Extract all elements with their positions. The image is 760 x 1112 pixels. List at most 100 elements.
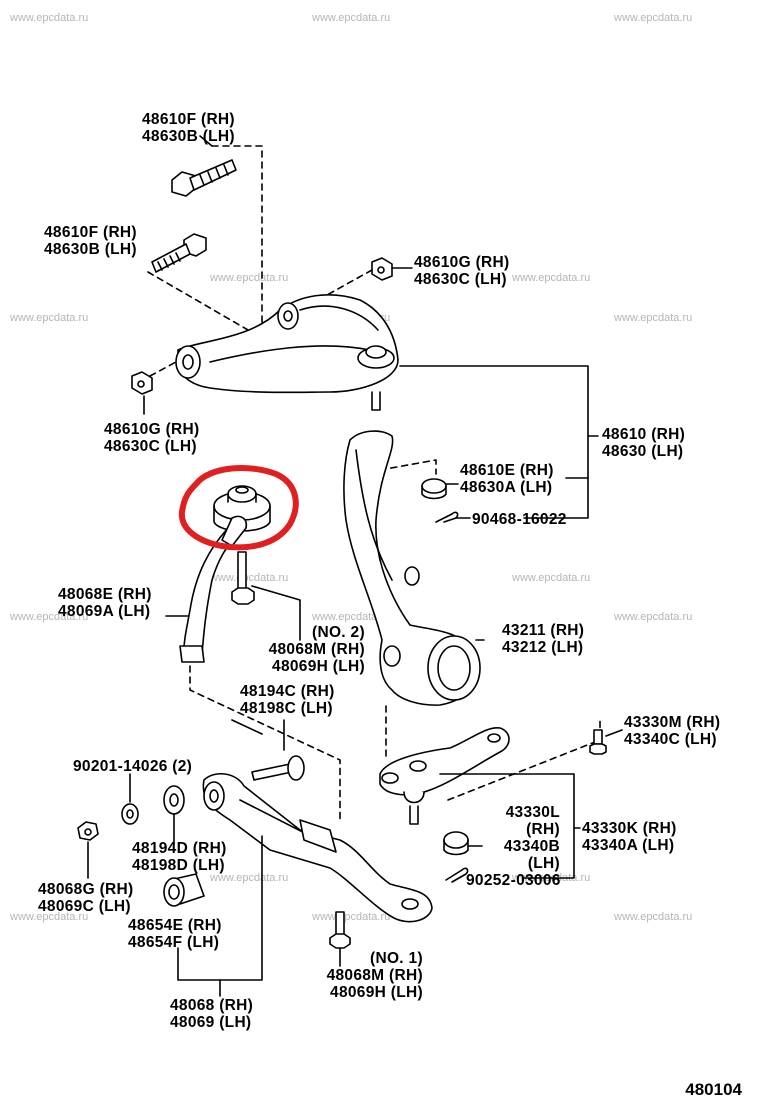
part-number-rh: 48068E (RH) <box>58 586 152 603</box>
watermark: www.epcdata.ru <box>614 611 693 623</box>
bracket-ball-joint <box>439 773 575 879</box>
part-number-rh: 48194C (RH) <box>240 683 335 700</box>
bolt-upper-a <box>171 159 237 197</box>
watermark: www.epcdata.ru <box>614 12 693 24</box>
part-number-rh: 43211 (RH) <box>502 622 585 639</box>
watermark: www.epcdata.ru <box>512 272 591 284</box>
watermark: www.epcdata.ru <box>312 611 391 623</box>
leader-line <box>605 729 623 737</box>
label-cotter-pin-lower: 90252-03006 <box>466 872 561 889</box>
label-nut-upper-right: 48610G (RH) 48630C (LH) <box>414 254 509 288</box>
label-nut-lower: 48068G (RH) 48069C (LH) <box>38 881 133 915</box>
nut-upper-right <box>371 257 393 281</box>
watermark: www.epcdata.ru <box>210 572 289 584</box>
part-number-lh: 48630C (LH) <box>104 438 197 455</box>
part-number: 90468-16022 <box>472 511 567 528</box>
label-ball-joint-bolt: 43330M (RH) 43340C (LH) <box>624 714 720 748</box>
castle-nut-upper <box>421 478 447 500</box>
part-number-lh: 48630A (LH) <box>460 479 553 496</box>
part-number-lh: 48630 (LH) <box>602 443 684 460</box>
watermark: www.epcdata.ru <box>614 911 693 923</box>
label-ball-joint-b: 43340B (LH) <box>484 838 560 872</box>
watermark: www.epcdata.ru <box>312 911 391 923</box>
watermark: www.epcdata.ru <box>312 12 391 24</box>
watermark: www.epcdata.ru <box>10 12 89 24</box>
bushing-d <box>163 785 185 815</box>
part-number-rh: 48068M (RH) <box>268 641 365 658</box>
part-number-rh: 48068G (RH) <box>38 881 134 898</box>
leader-dashed <box>447 719 601 801</box>
side-lh: (LH) <box>527 855 560 872</box>
part-number-lh: 48198C (LH) <box>240 700 333 717</box>
leader-dashed <box>211 145 263 331</box>
label-knuckle: 43211 (RH) 43212 (LH) <box>502 622 584 656</box>
part-number-rh: 48654E (RH) <box>128 917 222 934</box>
leader-line <box>199 135 213 147</box>
part-number-rh: 48194D (RH) <box>132 840 227 857</box>
label-bolt-no2: (NO. 2) 48068M (RH) 48069H (LH) <box>254 624 365 675</box>
part-number-rh: 43330L <box>505 804 560 821</box>
watermark: www.epcdata.ru <box>10 312 89 324</box>
upper-control-arm <box>175 294 399 411</box>
part-number: 90201-14026 (2) <box>73 758 193 775</box>
watermark: www.epcdata.ru <box>614 312 693 324</box>
label-washer: 90201-14026 (2) <box>73 758 192 775</box>
bolt-upper-b <box>151 233 207 273</box>
label-nut-upper-left: 48610G (RH) 48630C (LH) <box>104 421 199 455</box>
leader-line <box>251 585 301 641</box>
label-bolt-no1: (NO. 1) 48068M (RH) 48069H (LH) <box>312 950 423 1001</box>
watermark: www.epcdata.ru <box>210 272 289 284</box>
strut-rod <box>179 527 241 663</box>
watermark: www.epcdata.ru <box>512 572 591 584</box>
note: (NO. 1) <box>370 950 423 967</box>
part-number-rh: 48068 (RH) <box>170 997 254 1014</box>
part-number-rh: 48610 (RH) <box>602 426 686 443</box>
part-number-lh: 43340C (LH) <box>624 731 717 748</box>
bushing-c-bolt <box>251 755 305 781</box>
label-upper-arm: 48610 (RH) 48630 (LH) <box>602 426 685 460</box>
watermark: www.epcdata.ru <box>10 911 89 923</box>
part-number-lh: 48630B (LH) <box>142 128 235 145</box>
leader-dashed <box>189 665 341 821</box>
part-number-lh: 48069A (LH) <box>58 603 151 620</box>
watermark: www.epcdata.ru <box>210 872 289 884</box>
part-number-rh: 48610G (RH) <box>414 254 510 271</box>
part-number-lh: 43212 (LH) <box>502 639 584 656</box>
part-number-lh: 43340A (LH) <box>582 837 675 854</box>
part-number-lh: 48069C (LH) <box>38 898 131 915</box>
watermark: www.epcdata.ru <box>10 611 89 623</box>
label-ball-joint-l: 43330L (RH) <box>488 804 560 838</box>
label-bolt-upper-b: 48610F (RH) 48630B (LH) <box>44 224 137 258</box>
lower-control-arm <box>202 773 433 923</box>
cotter-pin-upper <box>435 511 459 523</box>
part-number: 90252-03006 <box>466 872 561 889</box>
bushing-lower <box>163 873 205 907</box>
note: (NO. 2) <box>312 624 365 641</box>
highlight-circle <box>178 465 299 551</box>
part-number-lh: 48069H (LH) <box>272 658 365 675</box>
part-number-lh: 48069H (LH) <box>330 984 423 1001</box>
cotter-pin-lower <box>445 867 469 883</box>
part-number-rh: 43330M (RH) <box>624 714 721 731</box>
leader-line <box>231 719 263 735</box>
label-cotter-pin-upper: 90468-16022 <box>472 511 567 528</box>
leader-dashed <box>149 361 177 377</box>
nut-upper-left <box>131 371 153 395</box>
bracket-upper-arm <box>399 365 589 519</box>
part-number-lh: 48630B (LH) <box>44 241 137 258</box>
label-bushing-lower: 48654E (RH) 48654F (LH) <box>128 917 222 951</box>
leader-dashed <box>379 459 437 475</box>
nut-lower <box>77 821 99 841</box>
part-number-rh: 48068M (RH) <box>326 967 423 984</box>
label-ball-joint: 43330K (RH) 43340A (LH) <box>582 820 677 854</box>
part-number-lh: 48069 (LH) <box>170 1014 252 1031</box>
castle-nut-lower <box>443 831 469 856</box>
ball-joint <box>379 727 510 825</box>
label-strut-rod: 48068E (RH) 48069A (LH) <box>58 586 152 620</box>
part-number-rh: 48610E (RH) <box>460 462 554 479</box>
page-number: 480104 <box>685 1080 742 1099</box>
part-number-lh: 48654F (LH) <box>128 934 220 951</box>
part-number-rh: 48610G (RH) <box>104 421 200 438</box>
part-number-lh: 48198D (LH) <box>132 857 225 874</box>
